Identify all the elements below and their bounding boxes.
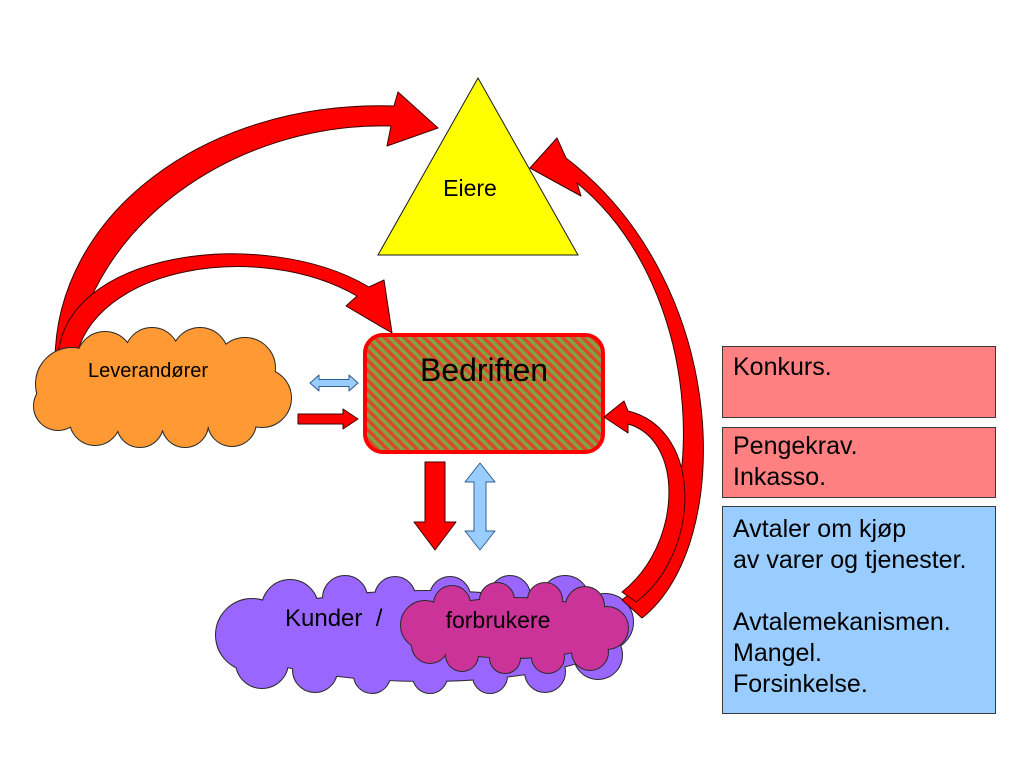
owners-triangle [377,76,579,256]
company-label: Bedriften [420,352,548,388]
avtaler-panel: Avtaler om kjøp av varer og tjenester. A… [722,506,996,714]
pengekrav-panel: Pengekrav. Inkasso. [722,427,996,498]
panel-line: Avtaler om kjøp [733,515,907,543]
panel-paragraph: Avtaler om kjøp av varer og tjenester. [733,514,995,576]
panel-line: Inkasso. [733,463,827,491]
double-arrow-company-customers [464,462,496,551]
suppliers-label: Leverandører [88,360,208,382]
customers-label: Kunder / [285,605,383,632]
arrow-company-to-customers [413,461,457,551]
panel-line: Forsinkelse. [733,670,868,698]
company-box [363,333,605,454]
owners-label: Eiere [443,175,497,201]
curved-arrow-consumers-to-company [603,400,686,603]
panel-line: Konkurs. [733,353,832,381]
konkurs-panel: Konkurs. [722,346,996,418]
curved-arrow-suppliers-to-owners [54,91,439,363]
panel-line: Pengekrav. [733,432,858,460]
panel-line: Mangel. [733,639,822,667]
double-arrow-suppliers-company [309,374,359,392]
panel-paragraph: Avtalemekanismen. Mangel. Forsinkelse. [733,607,995,700]
curved-arrow-suppliers-to-company [57,253,393,363]
panel-line: Avtalemekanismen. [733,608,951,636]
arrow-suppliers-to-company [297,408,359,430]
panel-line: av varer og tjenester. [733,546,967,574]
consumers-label: forbrukere [446,607,551,633]
